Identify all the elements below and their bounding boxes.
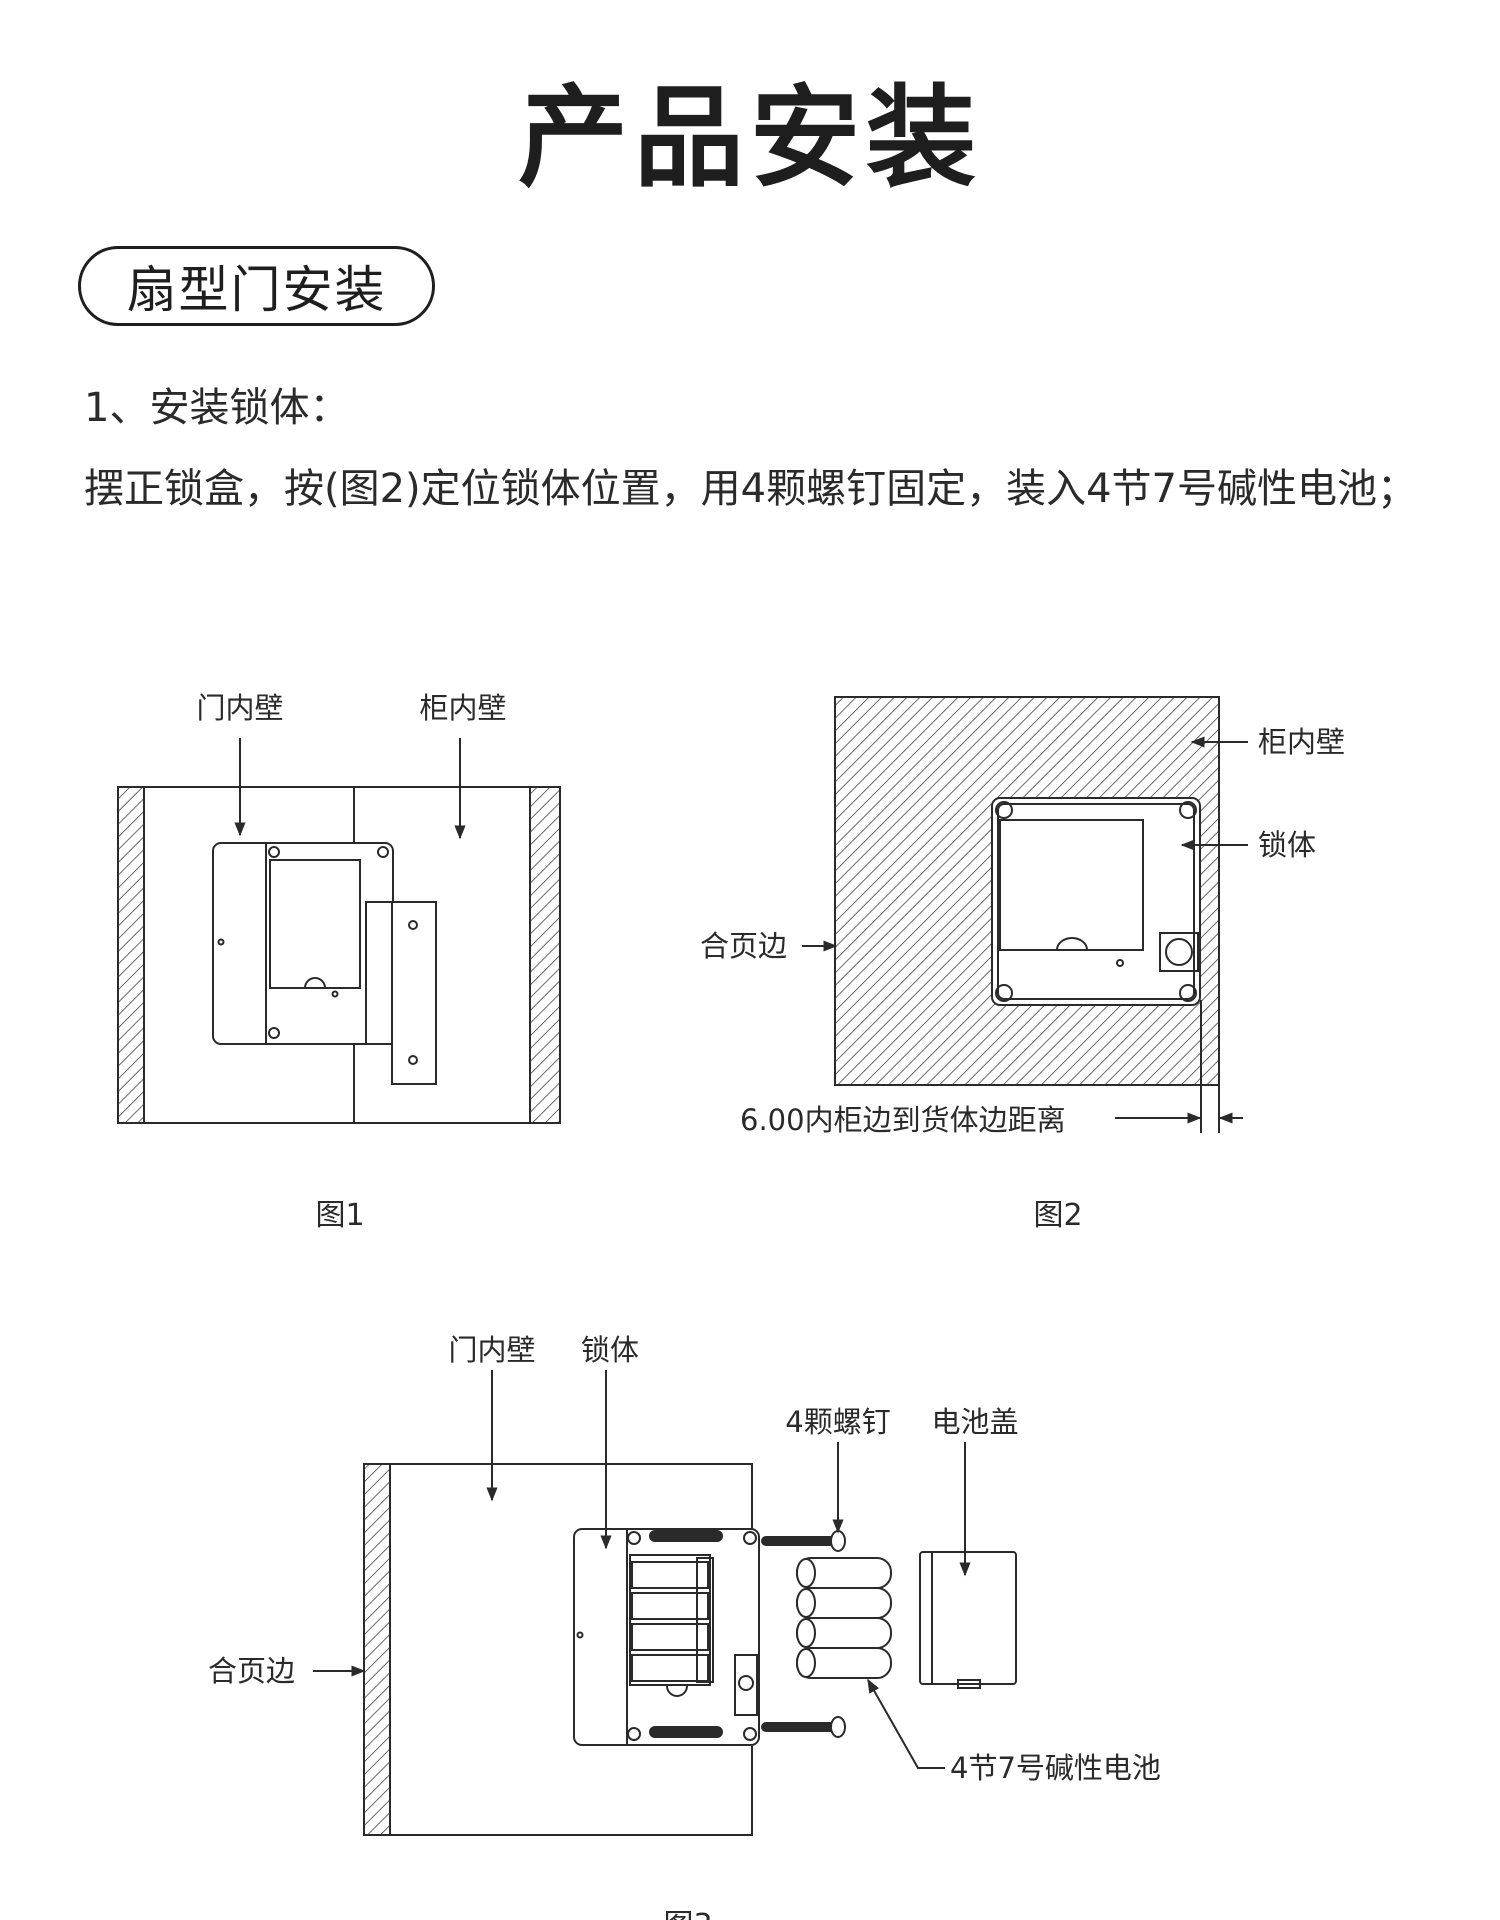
step-description: 摆正锁盒，按(图2)定位锁体位置，用4颗螺钉固定，装入4节7号碱性电池； xyxy=(84,466,1418,512)
fig2-cabinet-wall-label: 柜内壁 xyxy=(1258,725,1345,759)
fig1-cabinet-wall-label: 柜内壁 xyxy=(419,691,506,725)
page-title: 产品安装 xyxy=(518,74,982,202)
fig1-door-wall-label: 门内壁 xyxy=(196,691,283,725)
fig3-hinge-side-label: 合页边 xyxy=(208,1654,295,1688)
figure-3 xyxy=(313,1370,1017,1836)
fig3-lock-body-label: 锁体 xyxy=(581,1333,639,1367)
fig3-screws-label: 4颗螺钉 xyxy=(785,1405,890,1439)
section-heading: 扇型门安装 xyxy=(78,246,435,326)
figure-2 xyxy=(802,696,1248,1133)
fig3-batteries-label: 4节7号碱性电池 xyxy=(950,1751,1161,1785)
fig3-door-wall-label: 门内壁 xyxy=(448,1333,535,1367)
fig2-distance-label: 6.00内柜边到货体边距离 xyxy=(740,1103,1066,1137)
fig2-lock-body-label: 锁体 xyxy=(1258,828,1316,862)
fig3-caption: 图3 xyxy=(663,1908,712,1920)
figure-1 xyxy=(117,738,561,1124)
fig2-caption: 图2 xyxy=(1033,1198,1082,1233)
fig2-hinge-side-label: 合页边 xyxy=(700,929,787,963)
fig3-battery-cover-label: 电池盖 xyxy=(931,1405,1018,1439)
fig1-caption: 图1 xyxy=(315,1198,364,1233)
step-heading: 1、安装锁体： xyxy=(84,385,350,431)
